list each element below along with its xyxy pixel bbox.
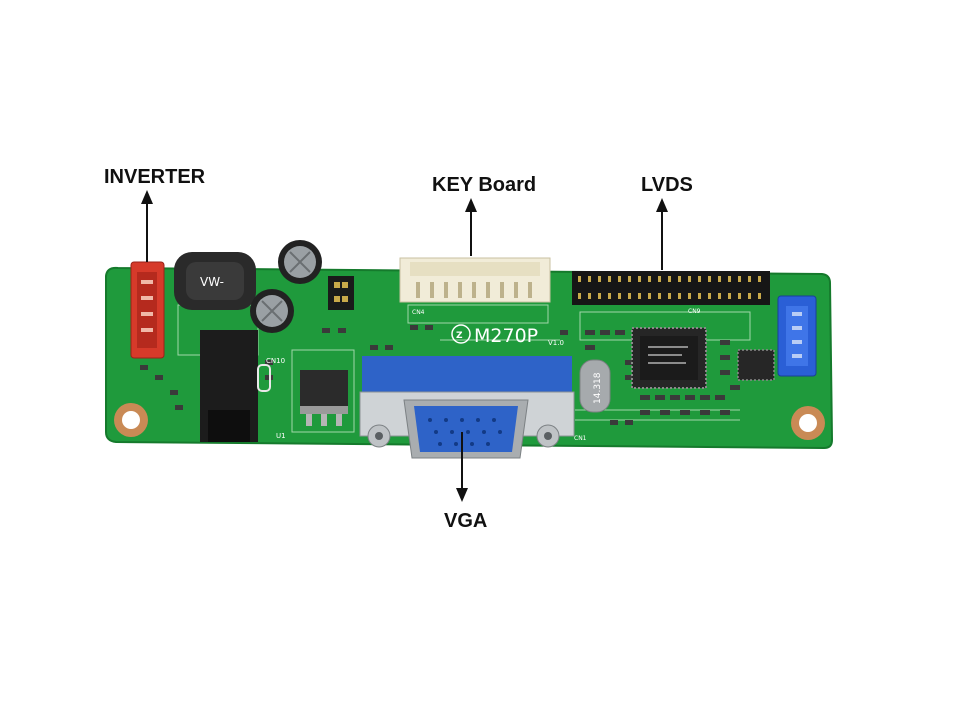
jumper-header: [328, 276, 354, 310]
svg-text:14.318: 14.318: [593, 372, 603, 404]
svg-text:M270P: M270P: [474, 325, 538, 347]
svg-text:CN4: CN4: [412, 309, 425, 316]
lvds-header: CN9: [572, 271, 770, 315]
svg-text:CN10: CN10: [266, 357, 285, 365]
inverter-connector: [130, 261, 165, 359]
arrow-down-icon: [456, 432, 468, 502]
svg-text:CN9: CN9: [688, 308, 701, 315]
dc-power-jack: CN10: [200, 330, 285, 442]
right-connector: [777, 295, 817, 377]
crystal-oscillator: 14.318: [579, 359, 611, 413]
vga-connector: CN1: [359, 356, 587, 459]
key-board-connector: CN4: [399, 257, 551, 316]
svg-text:Z: Z: [456, 331, 463, 341]
model-marking: Z M270P V1.0: [451, 324, 564, 347]
inverter-label: INVERTER: [104, 166, 206, 188]
svg-text:VW-: VW-: [200, 275, 224, 289]
svg-text:CN1: CN1: [574, 435, 587, 442]
key-board-label: KEY Board: [432, 174, 537, 196]
lvds-label: LVDS: [641, 174, 693, 196]
mounting-hole-left: [114, 403, 148, 437]
arrow-up-icon: [141, 190, 153, 262]
controller-chip: [631, 327, 707, 389]
capacitor-2: [250, 289, 294, 333]
small-chip: [737, 349, 775, 381]
mounting-hole-right: [791, 406, 825, 440]
vga-label: VGA: [444, 510, 488, 532]
arrow-up-icon: [656, 198, 668, 270]
svg-text:V1.0: V1.0: [548, 339, 564, 347]
arrow-up-icon: [465, 198, 477, 256]
power-inductor: VW-: [174, 252, 256, 310]
svg-text:U1: U1: [276, 432, 286, 440]
capacitor-1: [278, 240, 322, 284]
voltage-regulator: U1: [276, 370, 348, 440]
